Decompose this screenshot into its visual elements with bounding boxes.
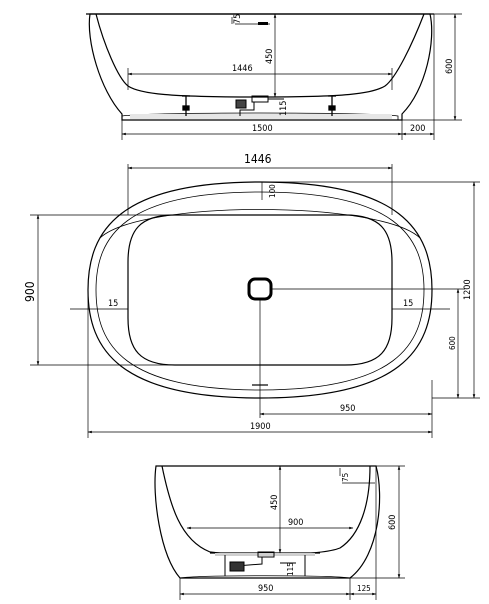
base-hatch xyxy=(130,114,392,119)
adjustable-feet xyxy=(182,95,336,116)
side-inner-depth-label: 450 xyxy=(270,495,280,510)
plan-inner-width-label: 1446 xyxy=(244,152,272,166)
tub-outer-shell xyxy=(88,13,433,121)
drain-x-label: 950 xyxy=(340,404,355,414)
side-drain-label: 115 xyxy=(286,562,295,576)
left-offset-label: 15 xyxy=(108,299,118,309)
right-offset-label: 15 xyxy=(403,299,413,309)
drain-assembly xyxy=(235,95,284,116)
side-base-width-label: 950 xyxy=(258,584,273,594)
side-height-label: 600 xyxy=(388,515,398,530)
rim-width-label: 100 xyxy=(268,184,277,198)
overhang-label: 200 xyxy=(410,124,425,134)
side-inner-width-label: 900 xyxy=(288,518,303,528)
side-elevation-view: 75 450 900 600 115 950 125 xyxy=(154,465,405,600)
drain-icon xyxy=(247,277,273,301)
front-elevation-view: 75 450 1446 600 115 1500 200 xyxy=(86,13,462,140)
plan-view: 1446 100 900 15 15 1200 600 950 1900 xyxy=(23,152,480,438)
overflow-depth-label: 75 xyxy=(233,14,243,24)
tub-inner-shell xyxy=(95,13,425,98)
overall-height-label: 600 xyxy=(445,59,455,74)
side-base-hatch xyxy=(215,553,315,556)
drain-y-label: 600 xyxy=(448,336,457,350)
plan-length-label: 1200 xyxy=(463,279,473,300)
plan-width-label: 900 xyxy=(23,281,37,302)
overall-length-label: 1900 xyxy=(250,422,271,432)
side-drain-assembly xyxy=(224,551,306,576)
inner-depth-label: 450 xyxy=(265,49,275,64)
side-overflow-label: 75 xyxy=(341,473,350,482)
inner-width-label: 1446 xyxy=(232,64,253,74)
tub-inner-basin xyxy=(127,214,393,366)
base-width-label: 1500 xyxy=(252,124,273,134)
side-overhang-label: 125 xyxy=(357,584,371,593)
drain-height-label: 115 xyxy=(279,101,289,116)
side-inner-shell xyxy=(161,465,371,556)
